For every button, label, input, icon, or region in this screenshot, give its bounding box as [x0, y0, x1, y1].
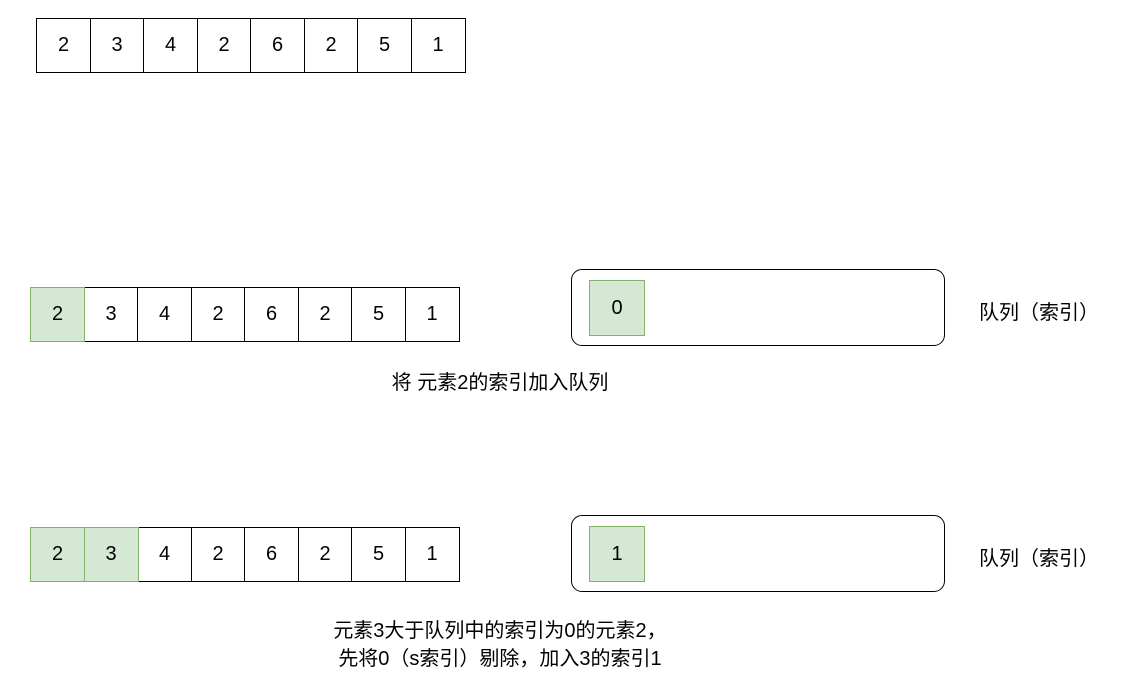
array-cell: 3: [83, 287, 139, 342]
array-cell: 2: [190, 527, 246, 582]
array-cell: 4: [137, 527, 192, 582]
caption-line: 先将0（s索引）剔除，加入3的索引1: [338, 648, 662, 670]
queue-item: 0: [589, 280, 645, 336]
array-cell: 5: [351, 527, 406, 582]
array-cell: 1: [404, 287, 460, 342]
array-cell-highlighted: 2: [30, 287, 85, 342]
array-cell-highlighted: 2: [30, 527, 85, 582]
array-cell: 4: [143, 18, 198, 73]
array-cell: 4: [137, 287, 192, 342]
caption-line: 元素3大于队列中的索引为0的元素2，: [333, 620, 667, 642]
array-row-step-2: 2 3 4 2 6 2 5 1: [30, 527, 460, 582]
queue-label-step-2: 队列（索引）: [979, 548, 1099, 570]
array-cell: 6: [244, 287, 299, 342]
array-cell: 2: [297, 287, 353, 342]
array-cell: 2: [196, 18, 252, 73]
array-cell: 3: [89, 18, 145, 73]
queue-box-step-2: 1: [571, 515, 945, 592]
queue-label-step-1: 队列（索引）: [979, 302, 1099, 324]
array-cell: 5: [351, 287, 406, 342]
array-row-step-1: 2 3 4 2 6 2 5 1: [30, 287, 460, 342]
array-cell: 1: [404, 527, 460, 582]
array-cell: 6: [244, 527, 299, 582]
array-cell: 2: [190, 287, 246, 342]
caption-line: 将 元素2的索引加入队列: [391, 372, 609, 394]
array-cell: 2: [36, 18, 91, 73]
array-row-initial: 2 3 4 2 6 2 5 1: [36, 18, 466, 73]
array-cell: 6: [250, 18, 305, 73]
array-cell: 2: [297, 527, 353, 582]
queue-item: 1: [589, 526, 645, 582]
array-cell: 1: [410, 18, 466, 73]
caption-step-2: 元素3大于队列中的索引为0的元素2， 先将0（s索引）剔除，加入3的索引1: [280, 617, 720, 673]
array-cell: 2: [303, 18, 359, 73]
array-cell-highlighted: 3: [83, 527, 139, 582]
caption-step-1: 将 元素2的索引加入队列: [340, 369, 660, 397]
array-cell: 5: [357, 18, 412, 73]
queue-box-step-1: 0: [571, 269, 945, 346]
